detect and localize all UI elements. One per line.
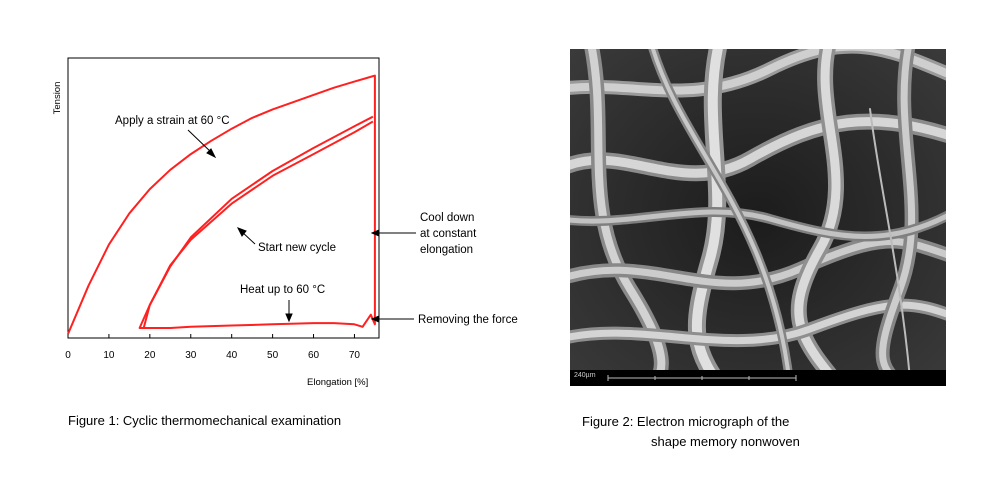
arrow-cool-down-head [370, 229, 380, 237]
micrograph-scale-bar: 240µm [570, 370, 946, 386]
x-tick-label-7: 70 [349, 350, 361, 361]
x-tick-label-0: 0 [65, 350, 71, 361]
x-tick-label-6: 60 [308, 350, 320, 361]
micrograph-scale-label: 240µm [574, 372, 596, 379]
series-line-1 [142, 120, 374, 329]
plot-frame [67, 57, 380, 339]
arrow-heat-up-head [285, 313, 293, 323]
arrow-apply-strain [187, 129, 214, 155]
annotation-cool-down-2: at constant [420, 228, 477, 240]
x-axis-ticks: 0 10 20 30 40 50 60 70 [65, 334, 360, 361]
figure-2-caption-line-2: shape memory nonwoven [651, 434, 800, 449]
arrow-apply-strain-head [206, 148, 217, 159]
arrow-removing-force-head [370, 315, 380, 323]
figure-1-caption: Figure 1: Cyclic thermomechanical examin… [68, 413, 342, 428]
annotation-arrows [187, 129, 416, 323]
x-tick-label-1: 10 [103, 350, 115, 361]
annotation-heat-up: Heat up to 60 °C [240, 284, 325, 296]
x-tick-label-5: 50 [267, 350, 279, 361]
x-tick-label-4: 40 [226, 350, 238, 361]
annotation-cool-down-3: elongation [420, 244, 473, 256]
x-tick-label-3: 30 [185, 350, 197, 361]
scale-ruler [607, 375, 797, 381]
x-axis-label: Elongation [%] [307, 377, 368, 388]
arrow-start-new-cycle-head [236, 227, 247, 237]
figure-2-caption-line-1: Figure 2: Electron micrograph of the [582, 414, 790, 429]
annotation-start-new-cycle: Start new cycle [258, 242, 336, 254]
annotation-cool-down-1: Cool down [420, 212, 474, 224]
electron-micrograph-image: 240µm [570, 49, 946, 386]
annotation-removing-force: Removing the force [418, 314, 518, 326]
x-tick-label-2: 20 [144, 350, 156, 361]
annotation-apply-strain: Apply a strain at 60 °C [115, 115, 230, 127]
fiber-network-drawing [570, 49, 946, 386]
y-axis-label: Tension [52, 82, 63, 115]
